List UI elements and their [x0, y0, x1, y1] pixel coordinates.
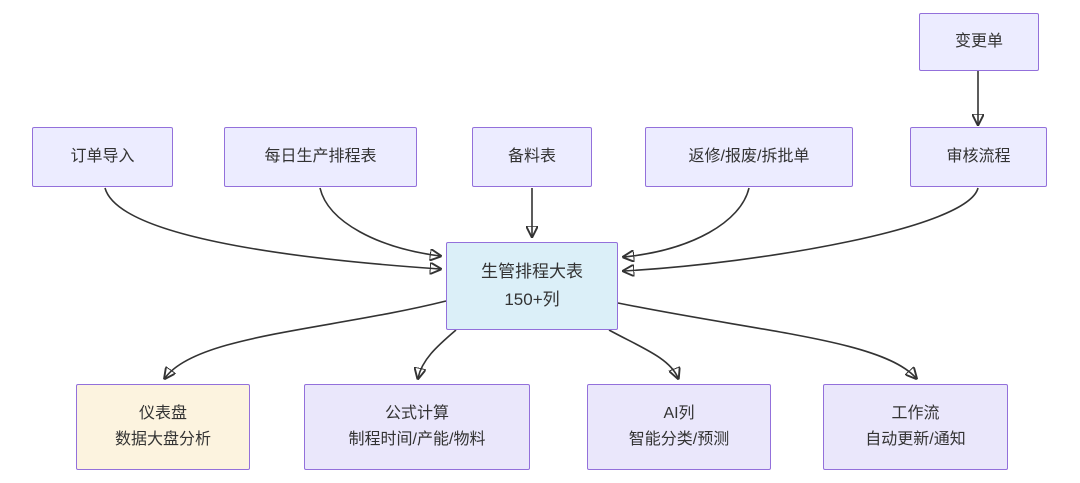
node-review-flow-label: 审核流程 [946, 147, 1011, 165]
node-formula-calc-subtitle: 制程时间/产能/物料 [348, 431, 486, 448]
node-dashboard: 仪表盘 数据大盘分析 [76, 384, 250, 470]
node-workflow-title: 工作流 [891, 404, 940, 422]
node-daily-schedule-label: 每日生产排程表 [264, 147, 377, 165]
edge-main-to-dashboard [165, 300, 447, 378]
node-rework-scrap-label: 返修/报废/拆批单 [688, 147, 810, 165]
node-dashboard-subtitle: 数据大盘分析 [114, 431, 211, 448]
node-main-table-subtitle: 150+列 [504, 290, 560, 309]
node-formula-calc: 公式计算 制程时间/产能/物料 [304, 384, 530, 470]
edge-main-to-ai-column [608, 329, 678, 378]
node-material-list-label: 备料表 [507, 147, 556, 165]
node-order-import-label: 订单导入 [70, 147, 135, 165]
edge-main-to-workflow [617, 302, 916, 378]
node-workflow: 工作流 自动更新/通知 [823, 384, 1008, 470]
edge-review-flow-to-main [624, 187, 979, 271]
edge-main-to-formula [418, 329, 457, 378]
node-main-table-title: 生管排程大表 [481, 261, 583, 281]
node-dashboard-title: 仪表盘 [138, 404, 187, 422]
edge-daily-schedule-to-main [319, 187, 440, 256]
node-material-list: 备料表 [472, 127, 592, 187]
node-ai-column-subtitle: 智能分类/预测 [628, 431, 730, 448]
node-review-flow: 审核流程 [910, 127, 1047, 187]
node-main-table: 生管排程大表 150+列 [446, 242, 618, 330]
node-ai-column: AI列 智能分类/预测 [587, 384, 771, 470]
node-daily-schedule: 每日生产排程表 [224, 127, 417, 187]
node-change-order-label: 变更单 [954, 32, 1003, 50]
node-formula-calc-title: 公式计算 [384, 404, 449, 422]
edge-rework-scrap-to-main [624, 187, 750, 257]
edge-order-import-to-main [104, 187, 440, 269]
node-order-import: 订单导入 [32, 127, 173, 187]
node-workflow-subtitle: 自动更新/通知 [865, 431, 966, 448]
node-ai-column-title: AI列 [663, 404, 695, 422]
node-rework-scrap: 返修/报废/拆批单 [645, 127, 853, 187]
node-change-order: 变更单 [919, 13, 1039, 71]
